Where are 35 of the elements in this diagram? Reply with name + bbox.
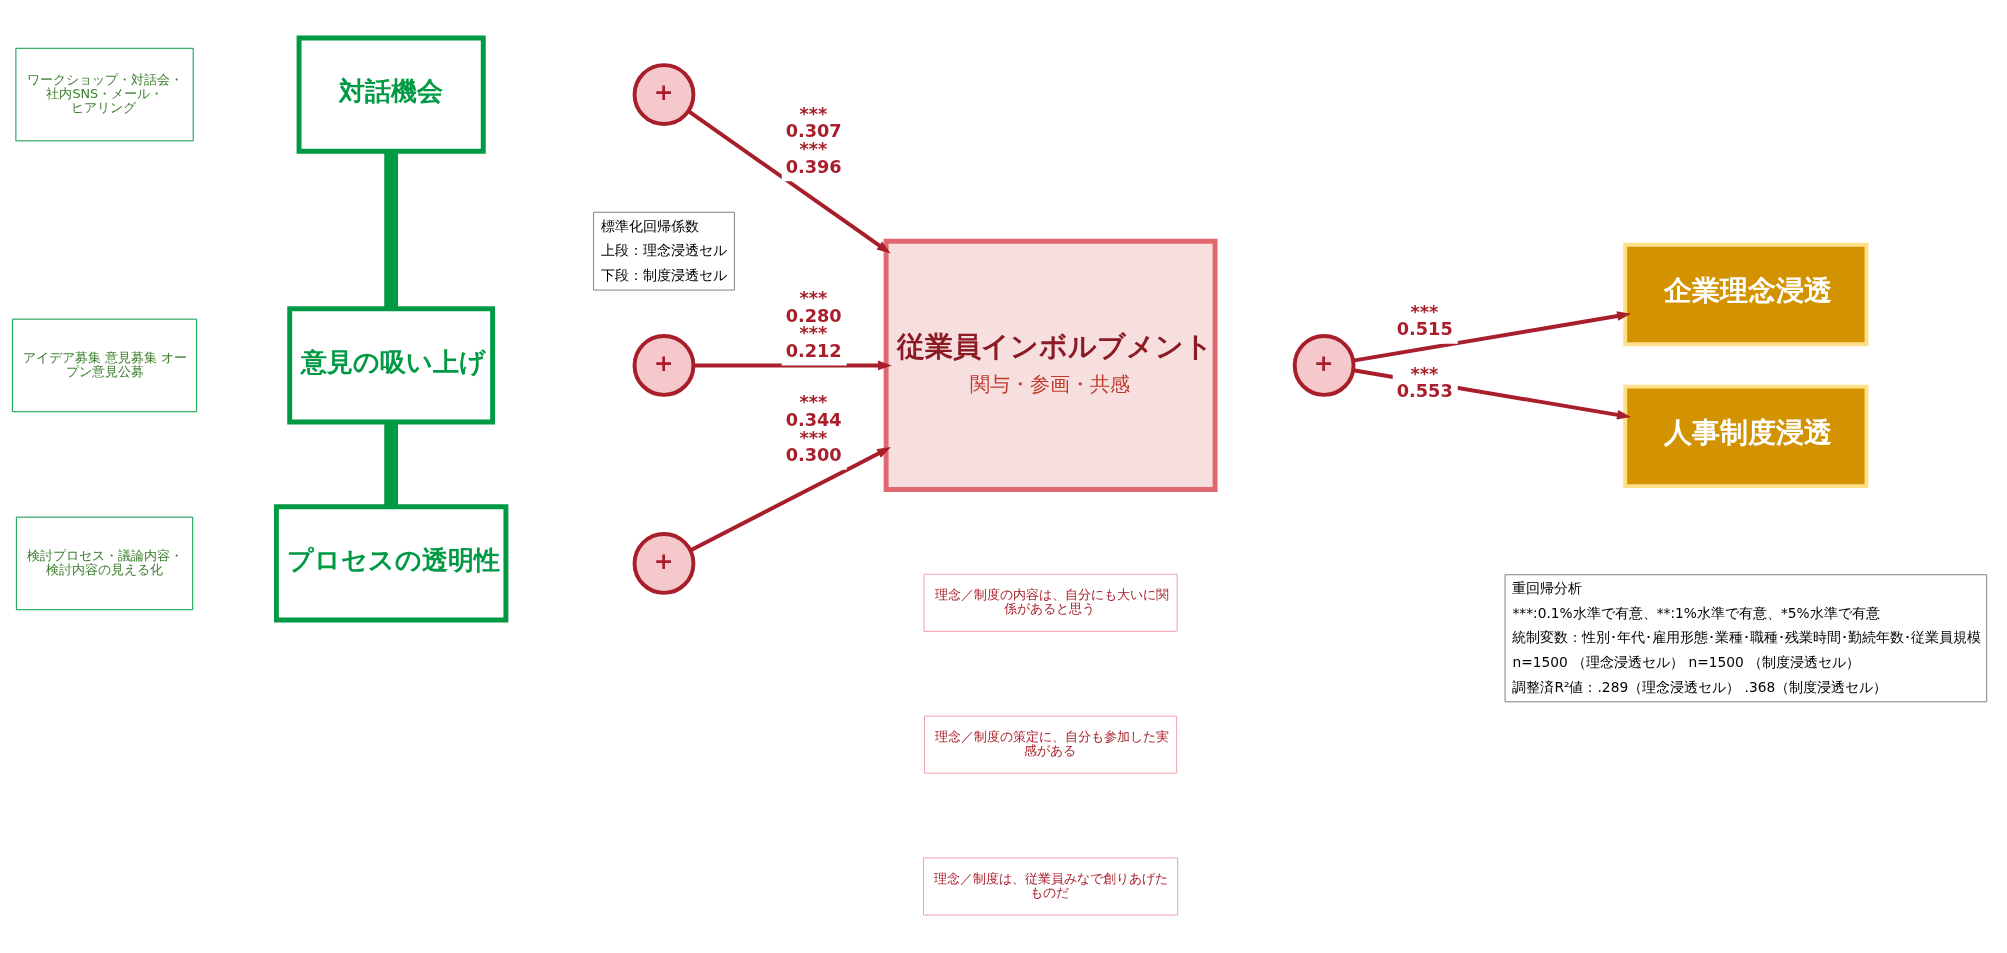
label: 統制変数：性別･年代･雇用形態･業種･職種･残業時間･勤続年数･従業員規模 — [1512, 629, 1982, 646]
label: 上段：理念浸透セル — [600, 242, 727, 259]
node-box: 検討プロセス・議論内容・検討内容の見える化 — [15, 516, 194, 611]
label: 重回帰分析 — [1512, 580, 1583, 597]
node-box: 理念／制度は、従業員みなで創りあげたものだ — [923, 857, 1179, 916]
node-box: ワークショップ・対話会・社内SNS・メール・ヒアリング — [15, 47, 194, 142]
node-box: アイデア募集 意見募集 オープン意見公募 — [11, 318, 198, 413]
edge-label: *** 0.515 — [1396, 301, 1453, 340]
label: n=1500 （理念浸透セル） n=1500 （制度浸透セル） — [1512, 654, 1861, 671]
label: 下段：制度浸透セル — [600, 266, 727, 283]
edge-label: *** 0.307 *** 0.396 — [785, 103, 842, 177]
edge-label: *** 0.344 *** 0.300 — [785, 392, 842, 466]
arrow — [687, 109, 891, 254]
node-box: 対話機会 — [296, 35, 486, 154]
node-circle: + — [632, 63, 696, 126]
arrow — [693, 360, 892, 371]
label: 標準化回帰係数 — [600, 217, 699, 234]
node-box: 従業員インボルブメント 関与・参画・共感 — [883, 238, 1218, 492]
label: 調整済R²値：.289（理念浸透セル） .368（制度浸透セル） — [1512, 678, 1888, 695]
node-box: 意見の吸い上げ — [287, 306, 496, 425]
arrow — [1352, 311, 1631, 363]
node-box: プロセスの透明性 — [273, 504, 509, 623]
node-box: 理念／制度の策定に、自分も参加した実感がある — [924, 715, 1178, 774]
arrow — [689, 447, 891, 553]
edge-label: *** 0.553 — [1396, 363, 1453, 402]
node-circle: + — [1292, 334, 1356, 397]
node-box: 企業理念浸透 — [1623, 242, 1869, 347]
node-box: 人事制度浸透 — [1623, 384, 1869, 489]
label: ***:0.1%水準で有意、**:1%水準で有意、*5%水準で有意 — [1512, 604, 1880, 621]
node-box: 理念／制度の内容は、自分にも大いに関係があると思う — [923, 573, 1178, 632]
node-circle: + — [632, 334, 696, 397]
node-circle: + — [632, 532, 696, 595]
edge-label: *** 0.280 *** 0.212 — [785, 287, 842, 361]
connector — [384, 151, 399, 309]
connector — [384, 422, 399, 507]
